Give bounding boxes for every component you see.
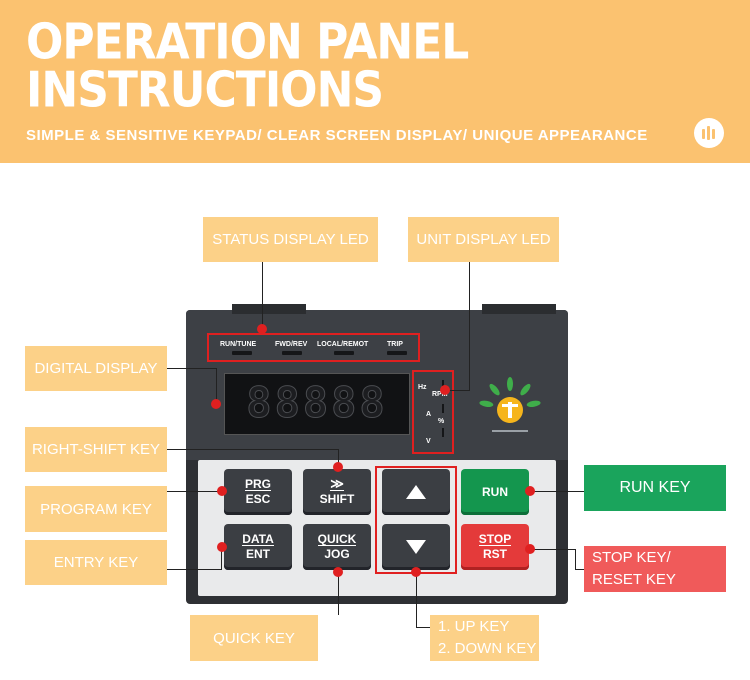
quick-jog-key[interactable]: QUICK JOG: [303, 524, 371, 570]
arrow-up-icon: [406, 485, 426, 499]
unit-led-highlight: [412, 370, 454, 454]
arrow-down-icon: [406, 540, 426, 554]
connector-right-shift-v: [338, 449, 339, 466]
stop-key-label: STOP: [478, 532, 512, 546]
connector-unit-led: [469, 262, 470, 391]
data-key-label: DATA: [242, 532, 274, 546]
connector-up-down-h: [416, 627, 430, 628]
page-subtitle: SIMPLE & SENSITIVE KEYPAD/ CLEAR SCREEN …: [26, 127, 648, 144]
connector-entry-h: [167, 569, 222, 570]
connector-quick: [338, 572, 339, 615]
callout-dot-unit-led: [440, 385, 450, 395]
sun-leaf-logo-icon: [479, 377, 541, 432]
label-reset-key: RESET KEY: [592, 571, 676, 588]
label-digital-display: DIGITAL DISPLAY: [25, 346, 167, 391]
page-title-line1: OPERATION PANEL: [26, 13, 469, 71]
connector-right-shift-h: [167, 449, 339, 450]
unit-led-v: [442, 428, 444, 437]
callout-dot-stop: [525, 544, 535, 554]
up-key[interactable]: [382, 469, 450, 515]
run-key[interactable]: RUN: [461, 469, 529, 515]
prg-key-label: PRG: [244, 477, 271, 491]
status-led-label-local-remot: LOCAL/REMOT: [317, 341, 369, 348]
callout-dot-quick: [333, 567, 343, 577]
unit-v: V: [426, 438, 431, 445]
jog-key-label: JOG: [324, 547, 350, 561]
label-up-down-keys: 1. UP KEY 2. DOWN KEY: [430, 615, 539, 661]
connector-program: [167, 491, 222, 492]
quick-key-label: QUICK: [317, 532, 357, 546]
device-mount-tab-left: [232, 304, 306, 314]
label-run-key: RUN KEY: [584, 465, 726, 511]
connector-up-down-v: [416, 572, 417, 627]
connector-status-led: [262, 262, 263, 329]
operation-panel-device: RUN/TUNE FWD/REV LOCAL/REMOT TRIP 88888 …: [186, 304, 568, 604]
connector-stop-h: [530, 549, 575, 550]
up-down-highlight: [375, 466, 457, 574]
callout-dot-digital-display: [211, 399, 221, 409]
callout-dot-program: [217, 486, 227, 496]
label-status-display-led: STATUS DISPLAY LED: [203, 217, 378, 262]
esc-key-label: ESC: [245, 492, 271, 506]
device-mount-tab-right: [482, 304, 556, 314]
unit-a: A: [426, 411, 432, 418]
connector-stop-v: [575, 549, 576, 570]
connector-entry-v: [221, 547, 222, 570]
status-led-label-trip: TRIP: [387, 341, 403, 348]
callout-dot-status-led: [257, 324, 267, 334]
status-led-run-tune: [232, 351, 252, 355]
shift-key[interactable]: ≫ SHIFT: [303, 469, 371, 515]
callout-dot-up-down: [411, 567, 421, 577]
rst-key-label: RST: [483, 547, 507, 561]
label-unit-display-led: UNIT DISPLAY LED: [408, 217, 559, 262]
label-right-shift-key: RIGHT-SHIFT KEY: [25, 427, 167, 472]
label-up-key: 1. UP KEY: [438, 618, 510, 635]
data-ent-key[interactable]: DATA ENT: [224, 524, 292, 570]
connector-stop-h2: [575, 569, 584, 570]
connector-run: [530, 491, 584, 492]
connector-digital-display-h: [167, 368, 217, 369]
digital-display: 88888: [224, 373, 410, 435]
down-key[interactable]: [382, 524, 450, 570]
bars-logo-icon: [694, 118, 724, 148]
callout-dot-run: [525, 486, 535, 496]
connector-unit-led-h: [445, 390, 470, 391]
status-led-fwd-rev: [282, 351, 302, 355]
status-led-trip: [387, 351, 407, 355]
unit-percent: %: [438, 418, 445, 425]
run-key-label: RUN: [482, 485, 508, 499]
label-program-key: PROGRAM KEY: [25, 486, 167, 532]
status-led-highlight: [207, 333, 420, 362]
callout-dot-entry: [217, 542, 227, 552]
double-chevron-right-icon: ≫: [330, 476, 344, 491]
status-led-label-run-tune: RUN/TUNE: [220, 341, 257, 348]
label-stop-reset-key: STOP KEY/ RESET KEY: [584, 546, 726, 592]
label-quick-key: QUICK KEY: [190, 615, 318, 661]
label-entry-key: ENTRY KEY: [25, 540, 167, 585]
unit-led-hz: [442, 380, 444, 389]
connector-digital-display-v: [216, 368, 217, 404]
unit-hz: Hz: [418, 384, 427, 391]
unit-rpm: RPM: [432, 391, 448, 398]
ent-key-label: ENT: [246, 547, 270, 561]
status-led-label-fwd-rev: FWD/REV: [275, 341, 308, 348]
page-title-line2: INSTRUCTIONS: [26, 61, 384, 119]
label-down-key: 2. DOWN KEY: [438, 640, 537, 657]
callout-dot-right-shift: [333, 462, 343, 472]
shift-key-label: SHIFT: [319, 492, 355, 506]
unit-led-a: [442, 404, 444, 413]
prg-esc-key[interactable]: PRG ESC: [224, 469, 292, 515]
header-banner: OPERATION PANEL INSTRUCTIONS SIMPLE & SE…: [0, 0, 750, 163]
label-stop-key: STOP KEY/: [592, 549, 671, 566]
display-digits: 88888: [246, 378, 388, 428]
status-led-local-remot: [334, 351, 354, 355]
stop-rst-key[interactable]: STOP RST: [461, 524, 529, 570]
